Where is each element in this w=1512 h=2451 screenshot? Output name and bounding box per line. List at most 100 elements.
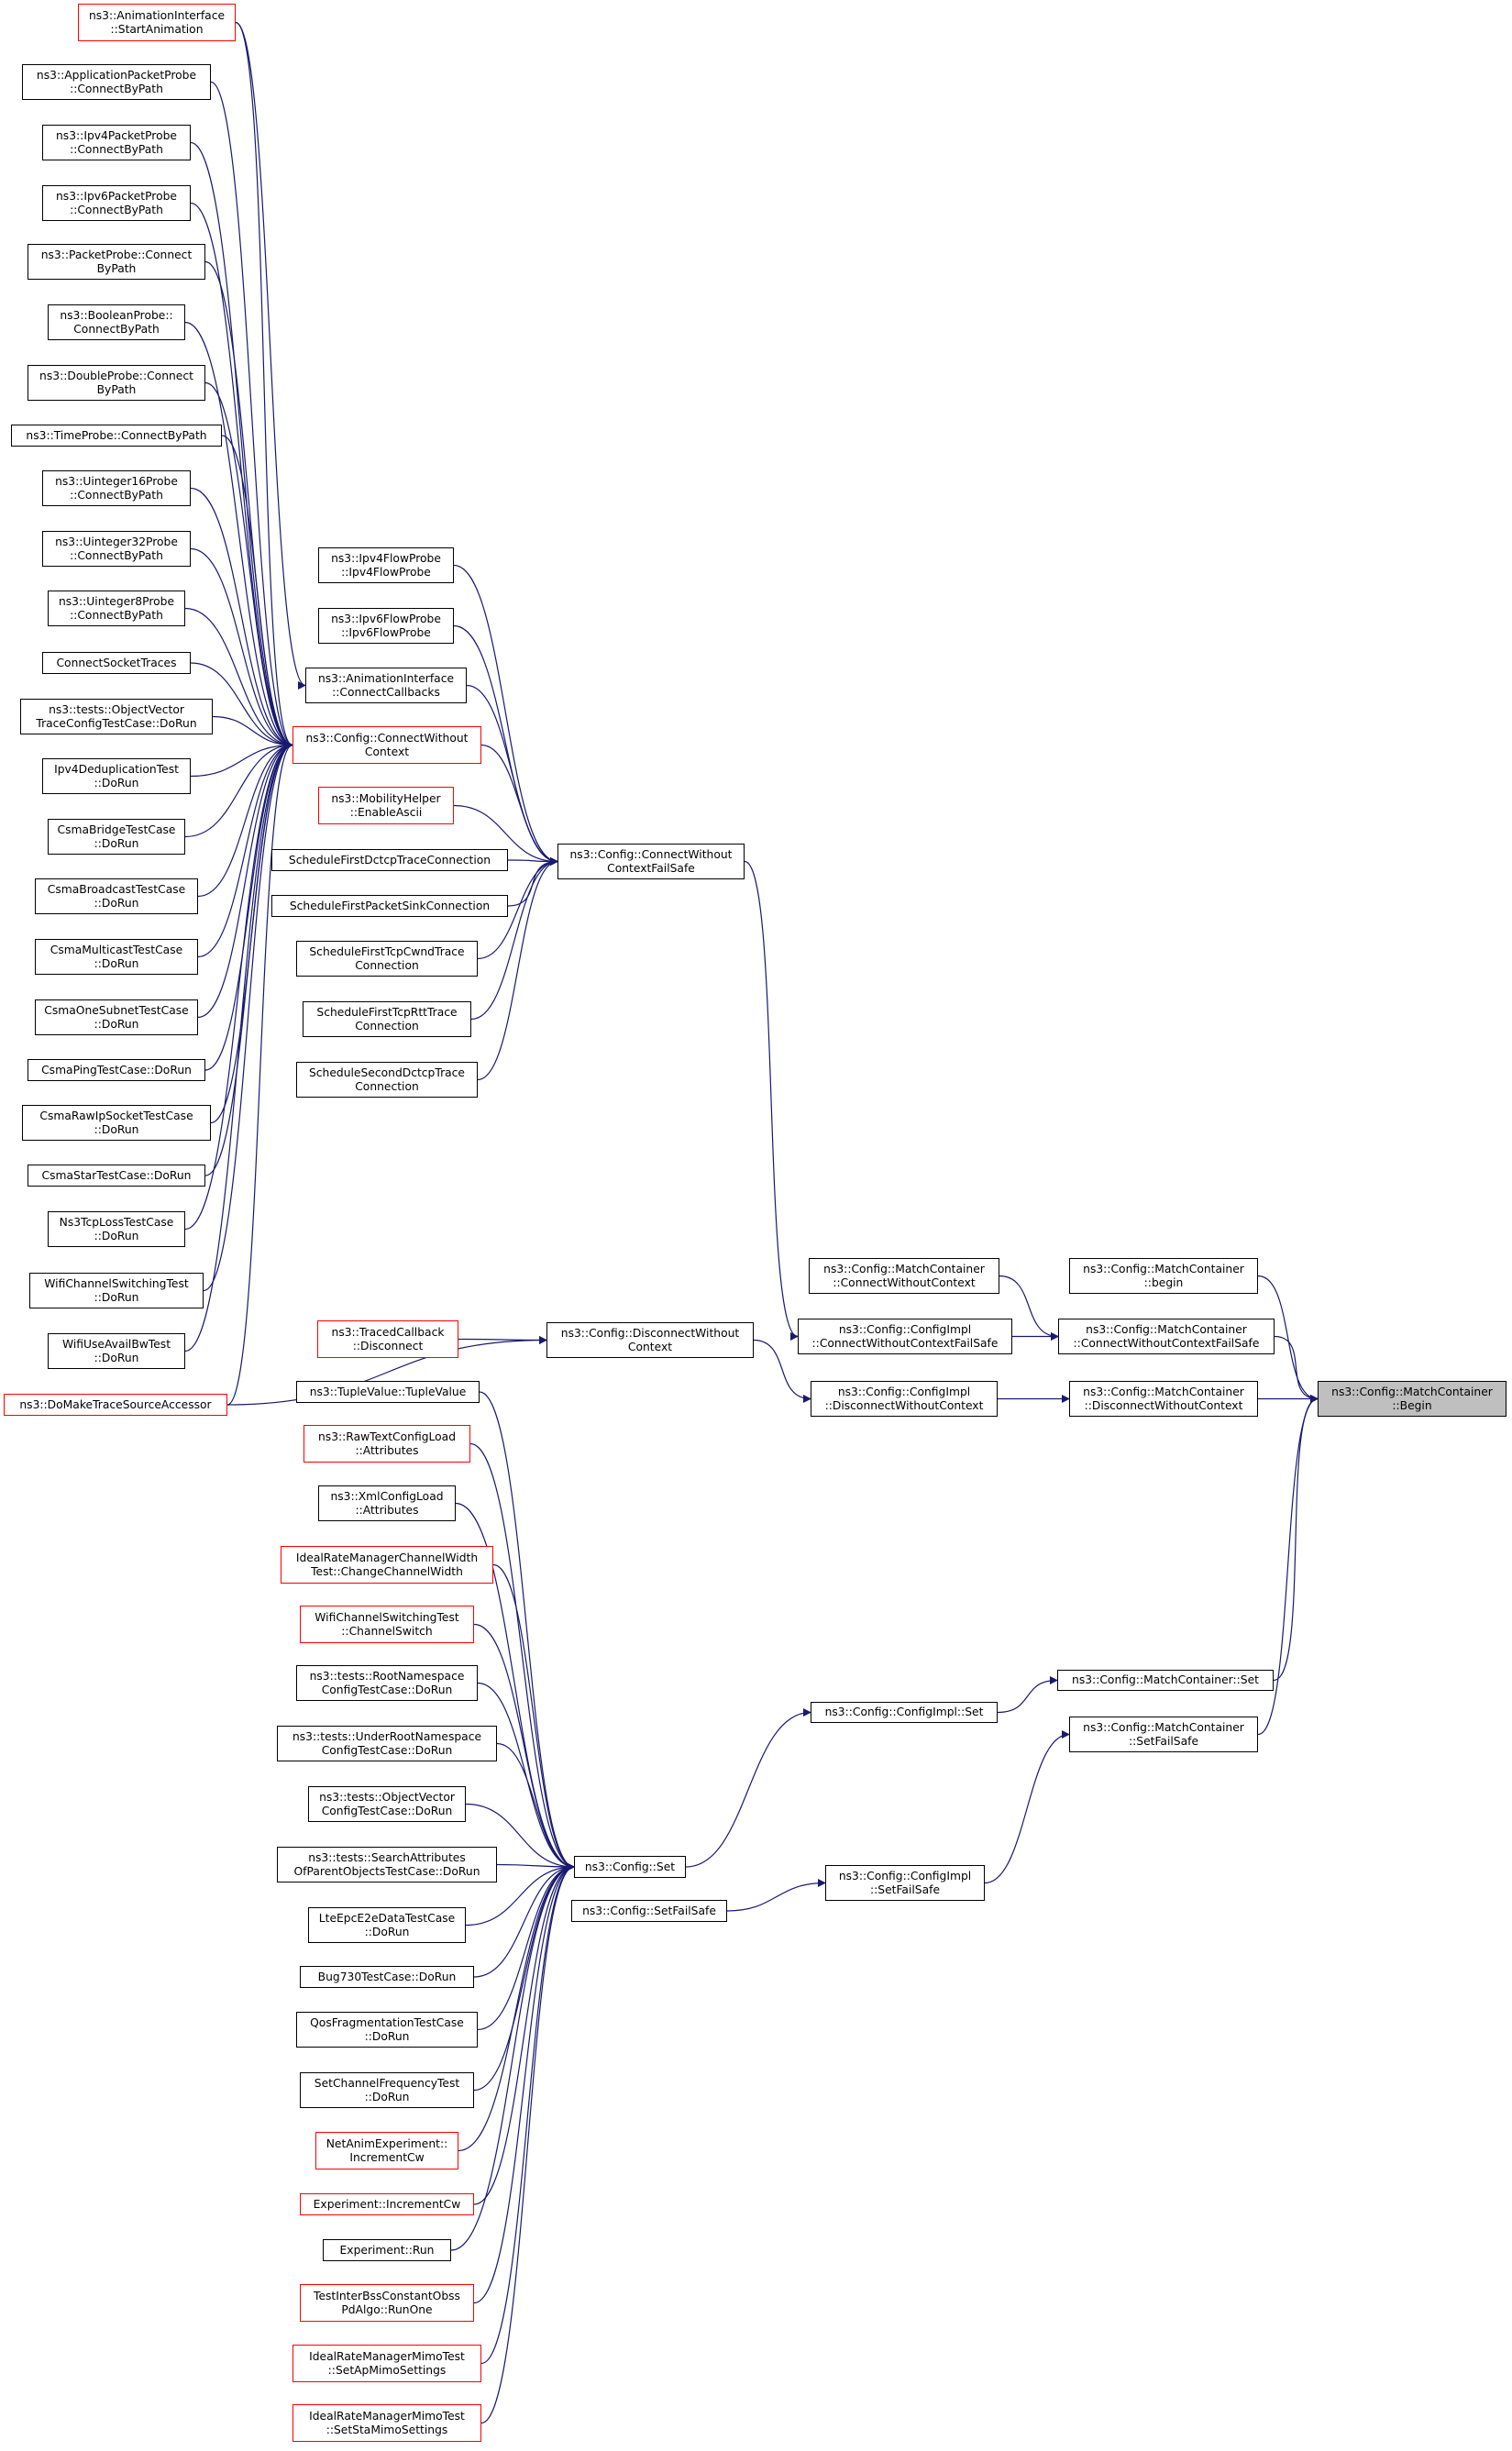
node-experiment-incrementcw[interactable]: Experiment::IncrementCw — [300, 2193, 474, 2215]
node-ipv6-packetprobe[interactable]: ns3::Ipv6PacketProbe::ConnectByPath — [42, 185, 191, 221]
node-wifichannelswitching-switch[interactable]: WifiChannelSwitchingTest::ChannelSwitch — [300, 1606, 474, 1643]
node-ipv4dedup[interactable]: Ipv4DeduplicationTest::DoRun — [42, 758, 191, 794]
node-anim-connectcallbacks[interactable]: ns3::AnimationInterface::ConnectCallback… — [305, 668, 467, 703]
node-label-line: ns3::Config::MatchContainer — [1083, 1721, 1244, 1734]
node-mc-disconnectwoctx[interactable]: ns3::Config::MatchContainer::DisconnectW… — [1069, 1381, 1258, 1417]
node-wifichannelswitching-dorun[interactable]: WifiChannelSwitchingTest::DoRun — [29, 1273, 204, 1308]
node-label-line: ns3::TupleValue::TupleValue — [309, 1385, 467, 1398]
node-app-packetprobe[interactable]: ns3::ApplicationPacketProbe::ConnectByPa… — [22, 64, 211, 100]
node-label-line: ScheduleFirstTcpCwndTrace — [309, 945, 465, 958]
node-tracedcb-disconnect[interactable]: ns3::TracedCallback::Disconnect — [317, 1320, 458, 1358]
edge-domaketracesourceaccessor-to-cfg-disconnectwoctx — [226, 1336, 547, 1406]
node-label-line: ::ConnectByPath — [70, 82, 163, 95]
edge-uint32probe-to-cfg-connectwoctx — [190, 547, 293, 749]
node-uint8probe[interactable]: ns3::Uinteger8Probe::ConnectByPath — [48, 591, 185, 626]
node-csmabroadcast[interactable]: CsmaBroadcastTestCase::DoRun — [35, 878, 198, 914]
node-cfg-setfailsafe[interactable]: ns3::Config::SetFailSafe — [571, 1900, 727, 1922]
edge-rawtextconfigload-to-cfg-set — [469, 1442, 575, 1871]
edge-anim-startanimation-to-anim-connectcallbacks — [235, 21, 306, 690]
node-label-line: ::Begin — [1392, 1398, 1432, 1412]
node-mc-connectwoctx[interactable]: ns3::Config::MatchContainer::ConnectWith… — [809, 1258, 999, 1294]
node-label-line: ::DoRun — [94, 836, 139, 850]
node-label-line: CsmaMulticastTestCase — [50, 944, 183, 956]
node-idealrate-ap-mimo[interactable]: IdealRateManagerMimoTest::SetApMimoSetti… — [292, 2345, 481, 2382]
node-mc-connectwoctx-failsafe[interactable]: ns3::Config::MatchContainer::ConnectWith… — [1058, 1319, 1275, 1354]
node-csmabridge[interactable]: CsmaBridgeTestCase::DoRun — [48, 819, 185, 855]
node-timeprobe[interactable]: ns3::TimeProbe::ConnectByPath — [11, 425, 222, 447]
node-netanim-incrementcw[interactable]: NetAnimExperiment::IncrementCw — [315, 2132, 458, 2169]
node-csmarawip[interactable]: CsmaRawIpSocketTestCase::DoRun — [22, 1105, 211, 1141]
edge-netanim-incrementcw-to-cfg-set — [458, 1862, 575, 2152]
edge-idealrate-changewidth-to-cfg-set — [492, 1563, 575, 1871]
node-label-line: ::Attributes — [355, 1443, 419, 1457]
edge-anim-startanimation-to-cfg-connectwoctx — [235, 21, 293, 749]
node-label-line: ::EnableAscii — [349, 805, 423, 819]
node-label-line: ::Ipv6FlowProbe — [341, 625, 431, 639]
node-label-line: TraceConfigTestCase::DoRun — [36, 716, 197, 730]
node-connectsockettraces[interactable]: ConnectSocketTraces — [42, 652, 191, 674]
node-ipv6flowprobe[interactable]: ns3::Ipv6FlowProbe::Ipv6FlowProbe — [318, 608, 454, 644]
node-csmaonesubnet[interactable]: CsmaOneSubnetTestCase::DoRun — [35, 999, 198, 1035]
node-qosfragmentation[interactable]: QosFragmentationTestCase::DoRun — [296, 2012, 478, 2048]
node-ci-connectwoctx-failsafe[interactable]: ns3::Config::ConfigImpl::ConnectWithoutC… — [798, 1319, 1012, 1354]
node-sched-first-packetsink[interactable]: ScheduleFirstPacketSinkConnection — [271, 895, 508, 917]
node-ns3tcploss[interactable]: Ns3TcpLossTestCase::DoRun — [48, 1211, 185, 1247]
node-bug730[interactable]: Bug730TestCase::DoRun — [300, 1966, 474, 1988]
edge-lteepce2e-to-cfg-set — [465, 1862, 575, 1927]
node-csmamulticast[interactable]: CsmaMulticastTestCase::DoRun — [35, 939, 198, 975]
edge-connectsockettraces-to-cfg-connectwoctx — [190, 662, 293, 749]
edge-mc-begin-lower-to-begin-target — [1257, 1275, 1319, 1403]
node-ipv4-packetprobe[interactable]: ns3::Ipv4PacketProbe::ConnectByPath — [42, 125, 191, 160]
node-sched-first-dctcp[interactable]: ScheduleFirstDctcpTraceConnection — [271, 849, 508, 871]
node-uint32probe[interactable]: ns3::Uinteger32Probe::ConnectByPath — [42, 531, 191, 567]
node-label-line: ::Disconnect — [352, 1339, 424, 1352]
node-ci-setfailsafe[interactable]: ns3::Config::ConfigImpl::SetFailSafe — [825, 1865, 985, 1901]
node-anim-startanimation[interactable]: ns3::AnimationInterface::StartAnimation — [78, 4, 236, 41]
node-xmlconfigload[interactable]: ns3::XmlConfigLoad::Attributes — [318, 1485, 456, 1521]
node-mobilityhelper-enableascii[interactable]: ns3::MobilityHelper::EnableAscii — [318, 787, 454, 824]
node-booleanprobe[interactable]: ns3::BooleanProbe::ConnectByPath — [48, 304, 185, 340]
node-label-line: ns3::Uinteger8Probe — [58, 595, 175, 608]
node-ci-set[interactable]: ns3::Config::ConfigImpl::Set — [811, 1702, 998, 1723]
edge-searchattributes-to-cfg-set — [496, 1862, 575, 1871]
edge-mc-set-to-begin-target — [1273, 1395, 1319, 1682]
node-mc-setfailsafe[interactable]: ns3::Config::MatchContainer::SetFailSafe — [1069, 1717, 1258, 1752]
node-label-line: ns3::Config::ConnectWithout — [569, 848, 733, 861]
node-ipv4flowprobe[interactable]: ns3::Ipv4FlowProbe::Ipv4FlowProbe — [318, 547, 454, 583]
node-idealrate-sta-mimo[interactable]: IdealRateManagerMimoTest::SetStaMimoSett… — [292, 2404, 481, 2442]
node-wifiuseavailbw[interactable]: WifiUseAvailBwTest::DoRun — [48, 1333, 185, 1369]
node-setchannelfrequency[interactable]: SetChannelFrequencyTest::DoRun — [300, 2072, 474, 2108]
node-experiment-run[interactable]: Experiment::Run — [323, 2239, 451, 2261]
edge-testinterbss-to-cfg-set — [473, 1862, 575, 2304]
node-domaketracesourceaccessor[interactable]: ns3::DoMakeTraceSourceAccessor — [4, 1394, 227, 1416]
node-mc-begin-lower[interactable]: ns3::Config::MatchContainer::begin — [1069, 1258, 1258, 1294]
node-label-line: IncrementCw — [349, 2150, 425, 2164]
node-cfg-set[interactable]: ns3::Config::Set — [574, 1856, 686, 1878]
node-uint16probe[interactable]: ns3::Uinteger16Probe::ConnectByPath — [42, 470, 191, 506]
node-mc-set[interactable]: ns3::Config::MatchContainer::Set — [1057, 1670, 1274, 1691]
node-label-line: ConfigTestCase::DoRun — [321, 1743, 453, 1757]
node-rawtextconfigload[interactable]: ns3::RawTextConfigLoad::Attributes — [304, 1425, 470, 1463]
node-csmaping[interactable]: CsmaPingTestCase::DoRun — [28, 1059, 205, 1081]
node-tuplevalue[interactable]: ns3::TupleValue::TupleValue — [296, 1381, 480, 1403]
node-label-line: ns3::AnimationInterface — [317, 672, 455, 685]
node-ci-disconnectwoctx[interactable]: ns3::Config::ConfigImpl::DisconnectWitho… — [811, 1381, 998, 1417]
node-label-line: ns3::Ipv4FlowProbe — [331, 552, 441, 565]
node-lteepce2e[interactable]: LteEpcE2eDataTestCase::DoRun — [308, 1907, 466, 1943]
node-csmastar[interactable]: CsmaStarTestCase::DoRun — [28, 1165, 205, 1187]
